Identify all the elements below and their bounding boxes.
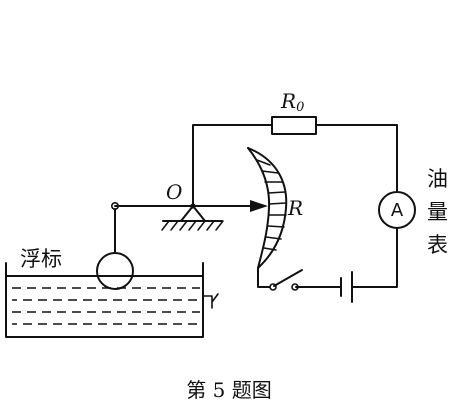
resistor-r-label: R: [287, 196, 303, 220]
liquid-dashes: [12, 287, 200, 325]
right-wire-down: [351, 227, 398, 288]
fuel-tank: [5, 262, 204, 338]
lever-arrowhead: [250, 200, 268, 212]
meter-name-char-2: 量: [427, 200, 448, 224]
float-ball: [96, 252, 134, 290]
switch-to-resistor-wire: [257, 267, 271, 288]
resistor-r0-letter: R: [280, 89, 296, 113]
variable-resistor-r-hatching: [256, 159, 287, 251]
figure-caption: 第 5 题图: [186, 378, 271, 402]
support-ground-hatching: [161, 220, 224, 231]
resistor-r0-label: R0: [280, 89, 304, 115]
tank-notch: [202, 293, 219, 309]
ammeter-letter: A: [391, 200, 404, 221]
float-label: 浮标: [20, 247, 62, 271]
top-wire-left: [192, 124, 273, 207]
resistor-r0: [271, 116, 317, 135]
meter-name-char-1: 油: [427, 167, 448, 191]
switch-contact-right: [291, 283, 299, 291]
top-wire-right: [315, 124, 398, 193]
pivot-o-label: O: [166, 180, 182, 204]
meter-name-char-3: 表: [427, 233, 448, 257]
switch-blade: [273, 269, 303, 287]
resistor-r0-subscript: 0: [296, 100, 304, 115]
variable-resistor-r-inner: [247, 147, 271, 269]
variable-resistor-r-outer: [247, 147, 288, 269]
